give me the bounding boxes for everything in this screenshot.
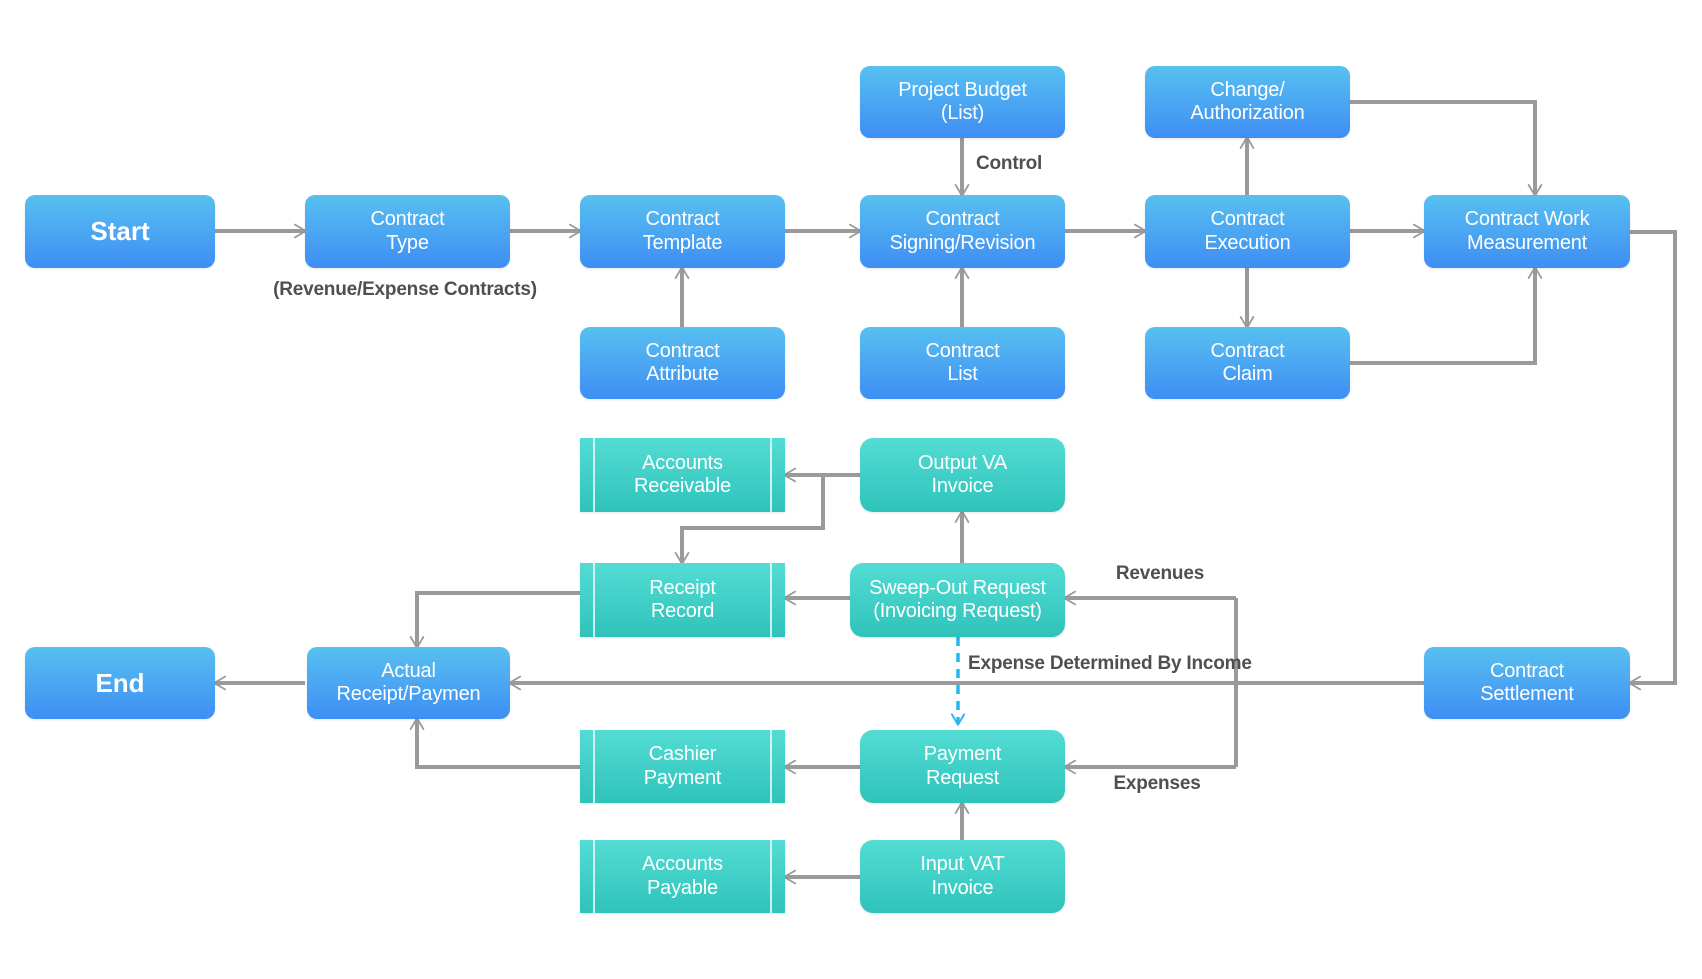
node-contract-work-measurement: Contract Work Measurement (1424, 195, 1630, 268)
label-revenue-expense-contracts: (Revenue/Expense Contracts) (273, 279, 537, 300)
connector-branch-to-receipt-record (674, 475, 825, 565)
node-project-budget-list: Project Budget (List) (860, 66, 1065, 138)
node-start: Start (25, 195, 215, 268)
node-sweep-out-request: Sweep-Out Request (Invoicing Request) (850, 563, 1065, 637)
node-contract-type: Contract Type (305, 195, 510, 268)
node-actual-receipt-payment: Actual Receipt/Paymen (307, 647, 510, 719)
node-receipt-record: Receipt Record (580, 563, 785, 637)
node-end: End (25, 647, 215, 719)
node-input-vat-invoice: Input VAT Invoice (860, 840, 1065, 913)
label-control: Control (976, 153, 1043, 174)
label-expense-determined-by-income: Expense Determined By Income (968, 653, 1252, 674)
node-payment-request: Payment Request (860, 730, 1065, 803)
node-contract-template: Contract Template (580, 195, 785, 268)
connector-work-measurement-to-settlement (1628, 230, 1677, 691)
connector-claim-to-work-measurement (1350, 266, 1543, 365)
connector-change-authorization-to-work-measurement (1350, 100, 1543, 197)
node-contract-execution: Contract Execution (1145, 195, 1350, 268)
node-cashier-payment: Cashier Payment (580, 730, 785, 803)
label-expenses: Expenses (1113, 773, 1201, 794)
node-contract-attribute: Contract Attribute (580, 327, 785, 399)
node-accounts-receivable: Accounts Receivable (580, 438, 785, 512)
node-contract-claim: Contract Claim (1145, 327, 1350, 399)
node-output-va-invoice: Output VA Invoice (860, 438, 1065, 512)
node-change-authorization: Change/ Authorization (1145, 66, 1350, 138)
node-accounts-payable: Accounts Payable (580, 840, 785, 913)
node-contract-signing-revision: Contract Signing/Revision (860, 195, 1065, 268)
label-revenues: Revenues (1115, 563, 1205, 584)
node-contract-settlement: Contract Settlement (1424, 647, 1630, 719)
node-contract-list: Contract List (860, 327, 1065, 399)
connector-cashier-to-actual-receipt (409, 717, 580, 769)
connector-receipt-record-to-actual-receipt (409, 591, 580, 649)
